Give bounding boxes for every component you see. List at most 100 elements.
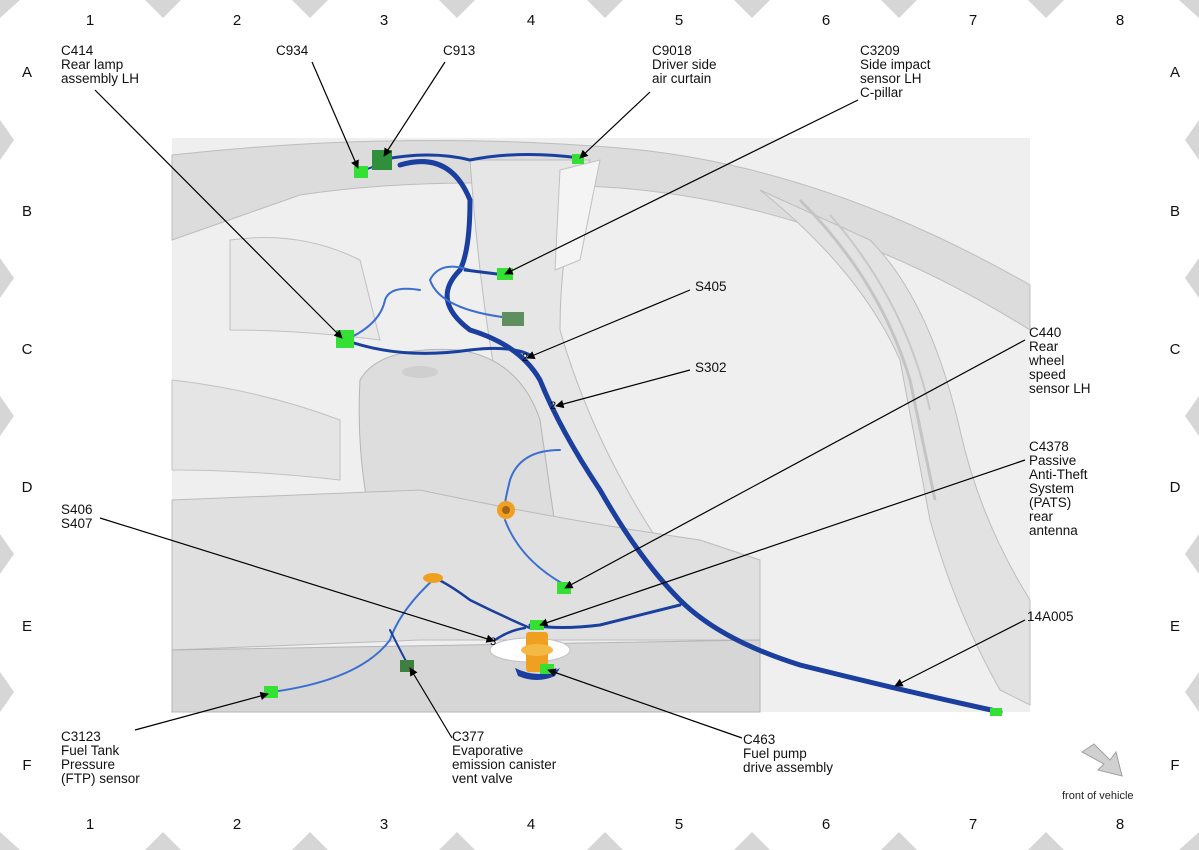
label-c4378-line7: antenna [1029, 523, 1078, 538]
border-tri-left [0, 258, 14, 298]
grid-col-7-top: 7 [968, 12, 978, 29]
label-c440-line1: C440 [1029, 325, 1062, 340]
label-s406-s407: S406 S407 [61, 503, 93, 531]
border-tri-bottom [587, 832, 623, 850]
label-c440-line2: Rear [1029, 339, 1059, 354]
harness-end-connector [990, 708, 1002, 716]
border-tri-right [1185, 396, 1199, 436]
border-tri-bottom [1028, 832, 1064, 850]
label-c3209-line1: C3209 [860, 43, 900, 58]
label-c4378-line4: System [1029, 481, 1075, 496]
s405-splice: 2 [522, 352, 528, 364]
c463-connector [540, 664, 554, 674]
grid-row-C-left: C [21, 341, 33, 358]
border-tri-top [587, 0, 623, 18]
grid-col-8-bottom: 8 [1115, 816, 1125, 833]
grid-row-F-left: F [22, 757, 32, 774]
grid-col-5-bottom: 5 [674, 816, 684, 833]
border-tri-corner [0, 0, 20, 18]
leader-s302 [555, 369, 691, 409]
border-tri-right [1185, 258, 1199, 298]
label-c4378-line2: Passive [1029, 453, 1077, 468]
label-c9018: C9018 Driver side air curtain [652, 44, 717, 86]
front-of-vehicle-arrow-icon [1081, 743, 1123, 777]
label-c4378: C4378 Passive Anti-Theft System (PATS) r… [1029, 440, 1088, 538]
border-tri-top [734, 0, 770, 18]
grid-row-A-right: A [1169, 64, 1180, 81]
grid-row-E-left: E [21, 618, 32, 635]
label-c9018-line2: Driver side [652, 57, 717, 72]
c3123-connector [264, 686, 278, 698]
fuel-part-wheelhouse [497, 501, 515, 519]
label-s405: S405 [695, 280, 727, 294]
leader-c4378 [539, 459, 1026, 627]
label-c414-line2: Rear lamp [61, 57, 124, 72]
label-c414-line3: assembly LH [61, 71, 140, 86]
label-c3123-line1: C3123 [61, 729, 101, 744]
front-of-vehicle-label: front of vehicle [1062, 790, 1134, 802]
leader-lines [94, 61, 1026, 739]
label-c463-line3: drive assembly [743, 760, 834, 775]
leader-c440 [564, 339, 1026, 589]
label-14A005-line1: 14A005 [1027, 609, 1074, 624]
grid-col-7-bottom: 7 [968, 816, 978, 833]
border-tri-corner [0, 832, 20, 850]
leader-c3123 [134, 691, 269, 731]
grid-row-F-right: F [1170, 757, 1180, 774]
c934-connector [354, 166, 368, 178]
label-c377: C377 Evaporative emission canister vent … [452, 730, 556, 786]
grid-col-3-bottom: 3 [379, 816, 389, 833]
border-tri-bottom [439, 832, 475, 850]
border-tri-top [145, 0, 181, 18]
label-c9018-line3: air curtain [652, 71, 712, 86]
c9018-connector [572, 154, 584, 164]
border-tri-top [881, 0, 917, 18]
label-c440-line5: sensor LH [1029, 381, 1091, 396]
label-c934-line1: C934 [276, 43, 309, 58]
label-c4378-line3: Anti-Theft [1029, 467, 1088, 482]
c913-connector [372, 150, 392, 170]
border-tri-bottom [145, 832, 181, 850]
border-tri-top [292, 0, 328, 18]
grid-col-6-top: 6 [821, 12, 831, 29]
label-c3123-line3: Pressure [61, 757, 116, 772]
label-c414-line1: C414 [61, 43, 94, 58]
border-tri-left [0, 120, 14, 160]
label-c440-line3: wheel [1029, 353, 1065, 368]
fuel-part-canister [423, 573, 443, 583]
label-s406-line1: S406 [61, 502, 93, 517]
grid-row-C-right: C [1169, 341, 1181, 358]
label-c913-line1: C913 [443, 43, 476, 58]
grid-col-2-top: 2 [232, 12, 242, 29]
grid-col-1-bottom: 1 [85, 816, 95, 833]
leader-14A005 [894, 619, 1026, 687]
c440-connector [557, 582, 571, 594]
label-c3209-line3: sensor LH [860, 71, 922, 86]
grid-row-D-right: D [1169, 479, 1181, 496]
label-14A005: 14A005 [1027, 610, 1074, 624]
grid-col-8-top: 8 [1115, 12, 1125, 29]
label-c3209-line2: Side impact [860, 57, 931, 72]
border-tri-top [1028, 0, 1064, 18]
grid-col-3-top: 3 [379, 12, 389, 29]
leader-s405 [526, 289, 691, 359]
label-c463-line2: Fuel pump [743, 746, 807, 761]
label-c9018-line1: C9018 [652, 43, 692, 58]
grid-col-4-bottom: 4 [526, 816, 536, 833]
grid-row-D-left: D [21, 479, 33, 496]
border-tri-bottom [881, 832, 917, 850]
leader-c9018 [579, 91, 651, 159]
grid-row-E-right: E [1169, 618, 1180, 635]
label-c414: C414 Rear lamp assembly LH [61, 44, 139, 86]
label-c3123-line4: (FTP) sensor [61, 771, 140, 786]
label-c934: C934 [276, 44, 308, 58]
s406-s407-splice: 3 [490, 636, 496, 648]
border-tri-bottom [734, 832, 770, 850]
label-c463-line1: C463 [743, 732, 776, 747]
label-s406-line2: S407 [61, 516, 93, 531]
leader-c913 [383, 61, 446, 157]
grid-col-1-top: 1 [85, 12, 95, 29]
c414-connector [336, 330, 354, 348]
label-s302-line1: S302 [695, 360, 727, 375]
